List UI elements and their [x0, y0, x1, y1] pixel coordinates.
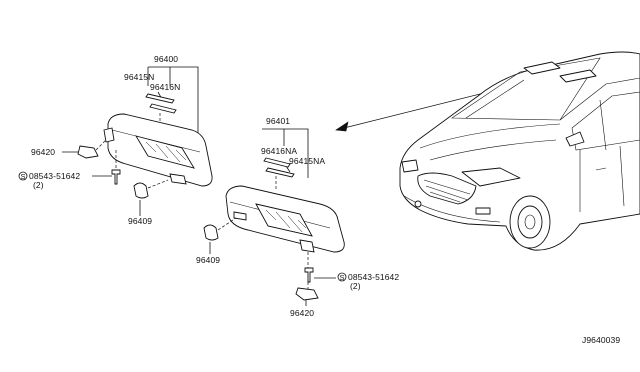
arrow-head: [335, 121, 349, 132]
label-96420-upper: 96420: [31, 147, 55, 157]
visor-clip-lower: [203, 224, 219, 241]
sunroof-front: [523, 61, 561, 75]
diagram-code: J9640039: [582, 335, 620, 345]
visor-hinge-lower: [299, 239, 315, 253]
fog-light-right: [475, 207, 491, 215]
label-qty-upper: (2): [33, 180, 44, 190]
vanity-mirror-lower: [255, 203, 313, 237]
vanity-mirror: [135, 135, 195, 169]
label-96415n: 96415N: [124, 72, 154, 82]
lower-sun-visor-assembly: 96401 96416NA 96415NA 96409 S 08543-5164…: [196, 116, 399, 318]
label-08543-51642-lower: 08543-51642: [348, 272, 399, 282]
svg-text:S: S: [340, 273, 345, 282]
screw-lower: [304, 267, 314, 283]
label-96400: 96400: [154, 54, 178, 64]
label-96415na: 96415NA: [289, 156, 325, 166]
visor-holder-lower: [295, 287, 319, 301]
grille: [417, 172, 477, 205]
svg-text:S: S: [21, 172, 26, 181]
leader-96401: [262, 128, 309, 178]
visor-clip-upper: [133, 182, 149, 199]
mirror-lid-strip-lower: [263, 157, 291, 168]
screw-symbol-lower: [337, 272, 347, 282]
mirror-lid-strip: [149, 103, 177, 114]
mirror-cover-strip-lower: [265, 167, 295, 178]
car-illustration: [399, 51, 640, 251]
screw-upper: [111, 169, 121, 185]
visor-holder-upper: [77, 145, 99, 159]
visor-tab-lower: [233, 211, 247, 221]
label-08543-51642-upper: 08543-51642: [29, 171, 80, 181]
fog-light-left: [414, 200, 422, 208]
sunroof-rear: [559, 69, 597, 83]
headlight: [461, 167, 521, 187]
mirror-cover-strip: [145, 93, 175, 104]
upper-sun-visor-assembly: 96400 96415N 96416N 96420 S 08543-51642 …: [18, 54, 213, 226]
leader-96400: [148, 66, 199, 140]
label-qty-lower: (2): [350, 281, 361, 291]
label-96416na: 96416NA: [261, 146, 297, 156]
label-96416n: 96416N: [150, 82, 180, 92]
label-96420-lower: 96420: [290, 308, 314, 318]
side-mirror: [565, 131, 585, 147]
screw-symbol-upper: [18, 171, 28, 181]
label-96409-lower: 96409: [196, 255, 220, 265]
label-96409-upper: 96409: [128, 216, 152, 226]
visor-hinge: [103, 127, 115, 143]
label-96401: 96401: [266, 116, 290, 126]
visor-tab: [169, 173, 187, 185]
